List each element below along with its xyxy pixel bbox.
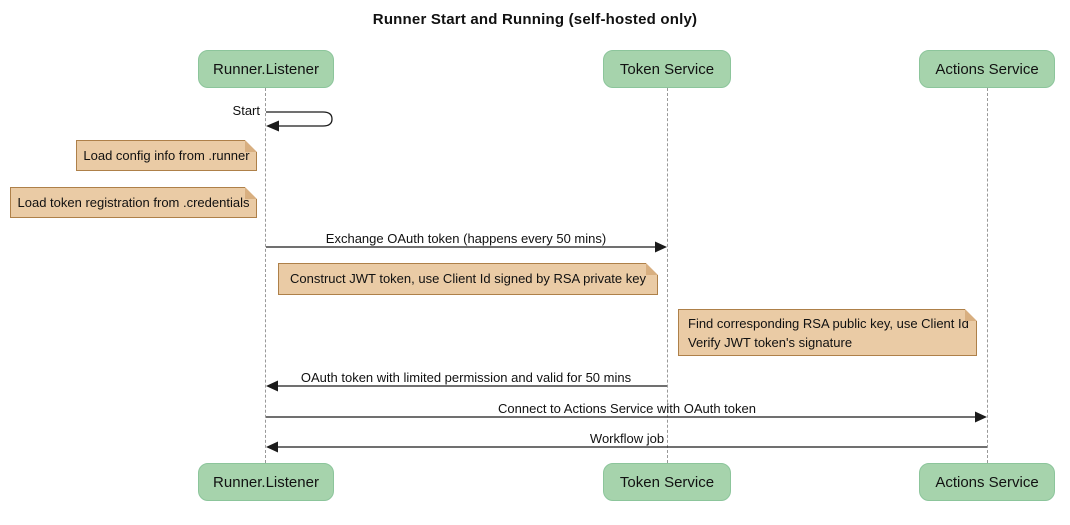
participant-bottom-token-service: Token Service (603, 463, 731, 501)
arrow-start-self-loop (266, 111, 333, 132)
note-text: Load config info from .runner (83, 147, 250, 163)
note-verify-jwt: Find corresponding RSA public key, use C… (678, 309, 977, 356)
message-label-oauth-return: OAuth token with limited permission and … (300, 370, 632, 385)
note-text-line1: Find corresponding RSA public key, use C… (688, 315, 969, 331)
note-text: Load token registration from .credential… (17, 194, 250, 210)
lifeline-token-service (667, 88, 668, 463)
message-label-connect-actions: Connect to Actions Service with OAuth to… (498, 401, 756, 416)
note-construct-jwt: Construct JWT token, use Client Id signe… (278, 263, 658, 295)
note-load-config: Load config info from .runner (76, 140, 257, 171)
diagram-title: Runner Start and Running (self-hosted on… (372, 11, 698, 28)
participant-label: Token Service (619, 60, 715, 78)
participant-label: Runner.Listener (213, 473, 319, 491)
participant-top-token-service: Token Service (603, 50, 731, 88)
participant-label: Actions Service (935, 60, 1039, 78)
participant-top-actions-service: Actions Service (919, 50, 1055, 88)
participant-label: Actions Service (935, 473, 1039, 491)
participant-label: Token Service (619, 473, 715, 491)
note-text: Construct JWT token, use Client Id signe… (290, 271, 646, 286)
lifeline-actions-service (987, 88, 988, 463)
note-text-line2: Verify JWT token's signature (688, 334, 853, 350)
participant-bottom-actions-service: Actions Service (919, 463, 1055, 501)
message-label-exchange-oauth: Exchange OAuth token (happens every 50 m… (325, 231, 607, 246)
participant-top-runner-listener: Runner.Listener (198, 50, 334, 88)
note-load-token-registration: Load token registration from .credential… (10, 187, 257, 218)
message-label-start: Start (232, 103, 260, 118)
participant-bottom-runner-listener: Runner.Listener (198, 463, 334, 501)
message-label-workflow-job: Workflow job (589, 431, 665, 446)
lifeline-runner-listener (265, 88, 266, 463)
participant-label: Runner.Listener (213, 60, 319, 78)
